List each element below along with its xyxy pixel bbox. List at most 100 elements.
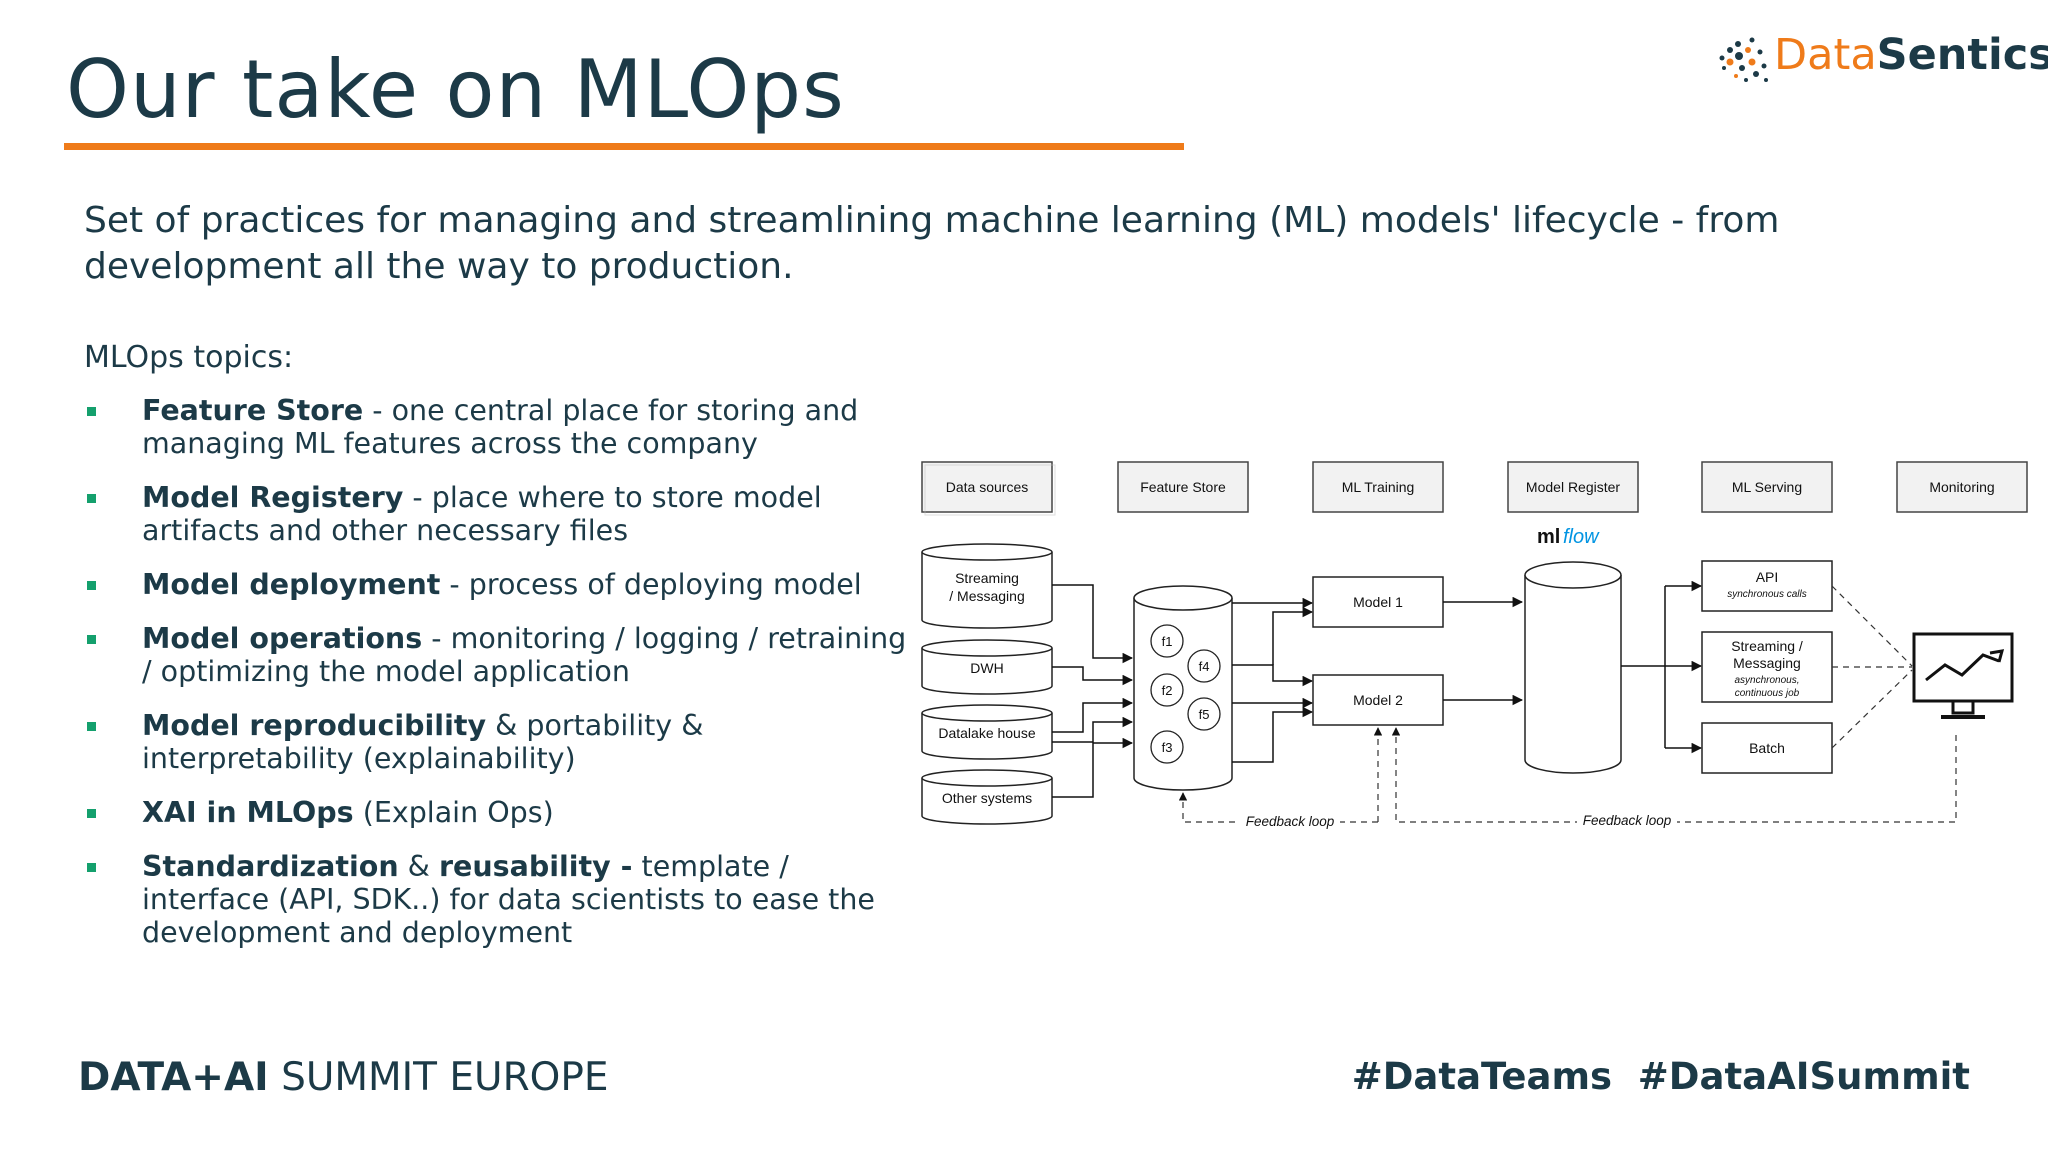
feature-f1: f1 — [1150, 624, 1184, 658]
topic-title: XAI in MLOps — [142, 796, 354, 829]
source-streaming: Streaming / Messaging — [921, 543, 1053, 629]
model-connectors — [1443, 596, 1524, 706]
topic-item: Model reproducibility & portability & in… — [84, 709, 924, 775]
header-monitoring: Monitoring — [1896, 461, 2028, 513]
bullet-icon — [87, 863, 96, 872]
feedback-label: Feedback loop — [1583, 813, 1672, 828]
serving-label: Messaging — [1733, 655, 1801, 671]
feature-label: f3 — [1162, 740, 1173, 755]
feedback-label-bg — [1577, 810, 1677, 830]
topic-desc: - monitoring / logging / retraining / op… — [142, 622, 907, 688]
header-feature-store: Feature Store — [1117, 461, 1249, 513]
feature-f4: f4 — [1187, 649, 1221, 683]
header-ml-serving: ML Serving — [1701, 461, 1833, 513]
header-label: Feature Store — [1140, 479, 1226, 495]
intro-text: Set of practices for managing and stream… — [84, 200, 1780, 287]
serving-label: API — [1756, 569, 1779, 585]
topic-title: Model operations — [142, 622, 423, 655]
feature-label: f1 — [1162, 634, 1173, 649]
topic-desc: template / interface (API, SDK..) for da… — [142, 850, 875, 949]
topic-title: Model Registery — [142, 481, 404, 514]
bullet-icon — [87, 809, 96, 818]
bullet-icon — [87, 722, 96, 731]
topic-title: Standardization — [142, 850, 399, 883]
model-register-cylinder — [1524, 561, 1622, 774]
topic-title: Feature Store — [142, 394, 364, 427]
topic-item: Feature Store - one central place for st… — [84, 394, 924, 460]
serving-label: Batch — [1749, 740, 1785, 756]
topics-label: MLOps topics: — [84, 340, 294, 375]
topic-item: Model operations - monitoring / logging … — [84, 622, 924, 688]
topic-desc: (Explain Ops) — [353, 796, 554, 829]
model-1-box: Model 1 — [1312, 576, 1444, 628]
source-dwh: DWH — [921, 639, 1053, 695]
header-model-register: Model Register — [1507, 461, 1639, 513]
topic-item: XAI in MLOps (Explain Ops) — [84, 796, 924, 829]
feature-f5: f5 — [1187, 697, 1221, 731]
topic-item: Standardization & reusability - template… — [84, 850, 924, 949]
bullet-icon — [87, 494, 96, 503]
topic-desc: & portability & interpretability (explai… — [142, 709, 704, 775]
footer-event-name: DATA+AI SUMMIT EUROPE — [78, 1055, 609, 1100]
topic-desc: - one central place for storing and mana… — [142, 394, 859, 460]
topics-list: Feature Store - one central place for st… — [84, 394, 924, 970]
datasentics-logo: DataSentics — [1712, 22, 2048, 92]
serving-sublabel: continuous job — [1735, 688, 1800, 699]
feature-f3: f3 — [1150, 730, 1184, 764]
header-label: Data sources — [946, 479, 1028, 495]
datasentics-dots-logo-icon — [1719, 37, 1768, 82]
bullet-icon — [87, 407, 96, 416]
header-label: Model Register — [1526, 479, 1620, 495]
model-label: Model 1 — [1353, 594, 1403, 610]
source-other: Other systems — [921, 769, 1053, 825]
mlflow-flow-text: flow — [1563, 526, 1600, 548]
source-datalake: Datalake house — [921, 704, 1053, 760]
monitor-chart-icon — [1912, 632, 2014, 719]
serving-batch-box: Batch — [1701, 722, 1833, 774]
bullet-icon — [87, 581, 96, 590]
logo-wordmark: DataSentics — [1774, 30, 2048, 80]
footer-hashtags: #DataTeams #DataAISummit — [1351, 1055, 1970, 1098]
serving-sublabel: asynchronous, — [1734, 675, 1799, 686]
serving-api-box: API synchronous calls — [1701, 560, 1833, 612]
logo-data-text: Data — [1774, 30, 1877, 80]
feature-label: f5 — [1199, 707, 1210, 722]
source-label: / Messaging — [949, 588, 1024, 604]
feature-store-cylinder: f1 f4 f2 f5 f3 — [1133, 585, 1233, 791]
topic-title: Model deployment — [142, 568, 441, 601]
feature-label: f2 — [1162, 683, 1173, 698]
model-label: Model 2 — [1353, 692, 1403, 708]
topic-item: Model deployment - process of deploying … — [84, 568, 924, 601]
mlflow-ml-text: ml — [1537, 526, 1560, 548]
source-label: Datalake house — [938, 725, 1036, 741]
feedback-label: Feedback loop — [1246, 814, 1335, 829]
slide-title: Our take on MLOps — [66, 43, 845, 136]
serving-streaming-box: Streaming / Messaging asynchronous, cont… — [1701, 631, 1833, 703]
title-underline — [64, 143, 1184, 150]
logo-sentics-text: Sentics — [1876, 30, 2048, 80]
source-label: DWH — [970, 660, 1003, 676]
mlflow-logo: ml flow — [1537, 526, 1600, 548]
model-2-box: Model 2 — [1312, 674, 1444, 726]
feature-f2: f2 — [1150, 673, 1184, 707]
topic-item: Model Registery - place where to store m… — [84, 481, 924, 547]
source-connectors — [1052, 584, 1134, 798]
header-ml-training: ML Training — [1312, 461, 1444, 513]
header-label: ML Training — [1342, 479, 1415, 495]
source-label: Other systems — [942, 790, 1032, 806]
monitoring-connectors — [1831, 585, 1913, 749]
header-label: Monitoring — [1929, 479, 1994, 495]
register-connectors — [1621, 580, 1703, 754]
serving-sublabel: synchronous calls — [1727, 589, 1806, 600]
footer-event-bold: DATA+AI — [78, 1055, 269, 1100]
feature-label: f4 — [1199, 659, 1210, 674]
source-label: Streaming — [955, 570, 1019, 586]
topic-mid: & — [398, 850, 439, 883]
footer-event-rest: SUMMIT EUROPE — [268, 1055, 609, 1100]
feature-connectors — [1232, 597, 1314, 763]
serving-label: Streaming / — [1731, 638, 1803, 654]
bullet-icon — [87, 635, 96, 644]
topic-desc: - place where to store model artifacts a… — [142, 481, 822, 547]
topic-desc: - process of deploying model — [440, 568, 862, 601]
